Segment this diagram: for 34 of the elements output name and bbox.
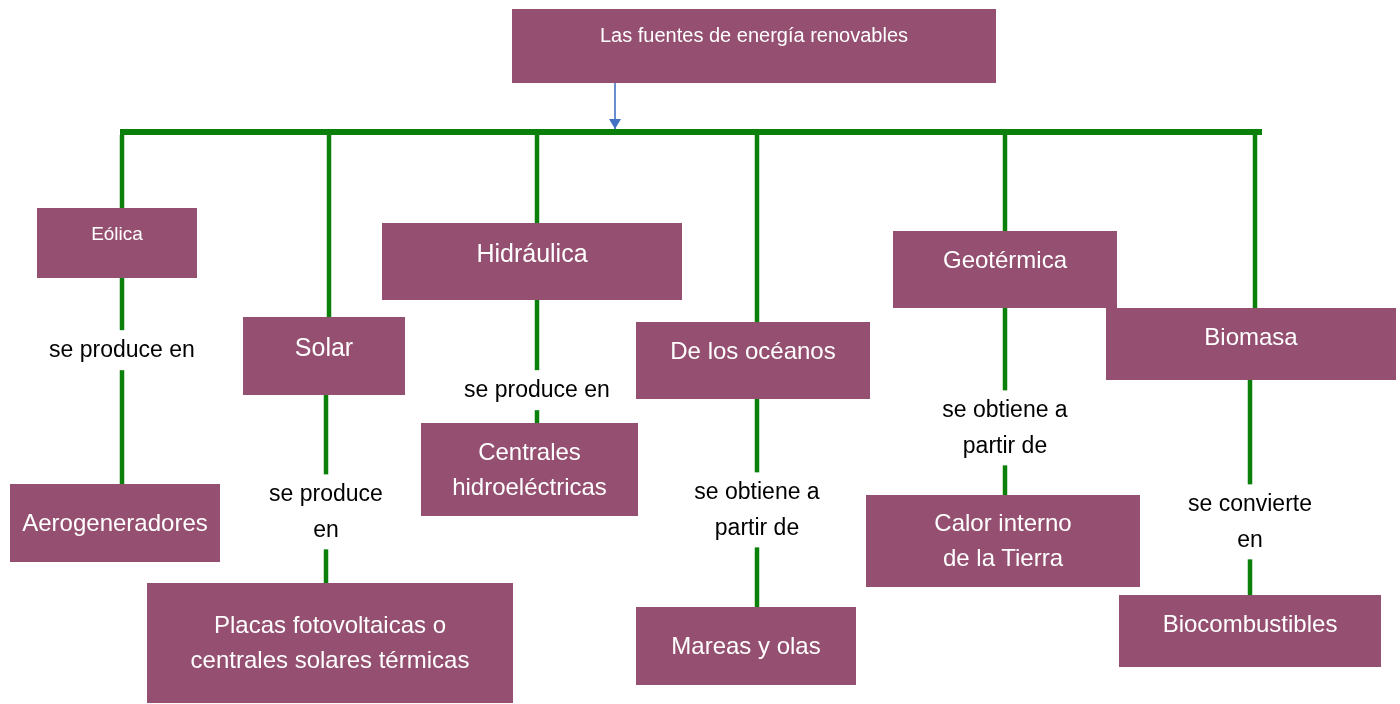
connector-line (1002, 135, 1008, 231)
concept-box (1119, 595, 1381, 667)
connector-line (534, 135, 540, 223)
connector-line (754, 135, 760, 322)
concept-text: Aerogeneradores (22, 507, 208, 538)
concept-box (243, 317, 405, 395)
connector-line (326, 135, 332, 317)
concept-box (421, 423, 638, 516)
concept-box (636, 322, 870, 399)
concept-box (10, 484, 220, 562)
concept-box (147, 583, 513, 703)
concept-text: Placas fotovoltaicas o centrales solares térmicas (189, 610, 471, 675)
concept-box (37, 208, 197, 278)
connector-line (119, 135, 125, 208)
branch-bar (120, 129, 1262, 135)
concept-box (866, 495, 1140, 587)
concept-text: Eólica (91, 222, 143, 246)
concept-text: Centrales hidroeléctricas (451, 436, 608, 502)
concept-box (636, 607, 856, 685)
concept-text: Biocombustibles (1162, 609, 1338, 639)
concept-text: Geotérmica (942, 245, 1067, 275)
connector-line (1252, 135, 1258, 308)
concept-box (382, 223, 682, 300)
concept-box (893, 231, 1117, 308)
concept-text: Calor interno de la Tierra (933, 508, 1073, 573)
concept-box (512, 9, 996, 83)
concept-box (1106, 308, 1396, 380)
arrow (609, 82, 621, 130)
concept-text: Biomasa (1204, 322, 1298, 352)
concept-text: Las fuentes de energía renovables (600, 23, 908, 48)
concept-text: Mareas y olas (671, 630, 821, 661)
concept-text: Solar (294, 332, 354, 363)
concept-text: De los océanos (670, 336, 836, 366)
concept-text: Hidráulica (476, 238, 588, 269)
